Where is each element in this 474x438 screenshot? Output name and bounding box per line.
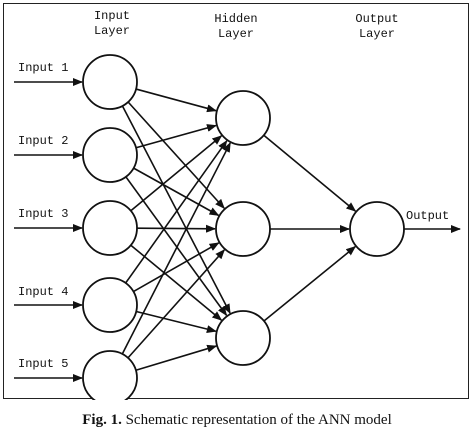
edge-hidden3-output bbox=[263, 246, 357, 322]
edge-input1-hidden1 bbox=[135, 88, 217, 113]
input-layer-header-line2: Layer bbox=[93, 24, 130, 38]
edge-input1-hidden3 bbox=[121, 105, 231, 315]
input-node-5 bbox=[82, 350, 138, 400]
output-node bbox=[349, 201, 405, 257]
edge-input3-hidden3 bbox=[130, 244, 223, 321]
edge-hidden1-output bbox=[263, 134, 357, 212]
edge-input5-hidden2 bbox=[127, 249, 226, 359]
hidden-layer-header-line2: Layer bbox=[217, 27, 254, 41]
input-label-1: Input 1 bbox=[18, 61, 69, 75]
output-label: Output bbox=[406, 209, 450, 223]
ann-network-diagram bbox=[14, 54, 461, 400]
edge-input3-hidden1 bbox=[130, 135, 223, 212]
input-layer-header-line1: Input bbox=[93, 9, 130, 23]
hidden-layer-header: Hidden Layer bbox=[206, 12, 266, 42]
edge-input5-hidden1 bbox=[121, 142, 231, 355]
input-node-4 bbox=[82, 277, 138, 333]
input-node-2 bbox=[82, 127, 138, 183]
input-layer-header: Input Layer bbox=[86, 9, 138, 39]
input-label-3: Input 3 bbox=[18, 207, 69, 221]
hidden-layer-header-line1: Hidden bbox=[214, 12, 258, 26]
edge-input4-hidden1 bbox=[124, 140, 228, 284]
edge-input3-hidden2 bbox=[136, 224, 217, 233]
figure-caption: Fig. 1. Schematic representation of the … bbox=[0, 412, 474, 429]
figure-number: Fig. 1. bbox=[82, 412, 122, 428]
edge-input5-hidden3 bbox=[135, 344, 218, 371]
edge-input4-hidden2 bbox=[133, 242, 220, 293]
figure-caption-text: Schematic representation of the ANN mode… bbox=[125, 412, 392, 428]
edge-input1-hidden2 bbox=[127, 101, 225, 209]
output-layer-header-line1: Output bbox=[355, 12, 399, 26]
input-label-4: Input 4 bbox=[18, 285, 69, 299]
hidden-node-3 bbox=[215, 310, 271, 366]
input-label-5: Input 5 bbox=[18, 357, 69, 371]
edge-input2-hidden2 bbox=[133, 167, 220, 217]
output-layer-header-line2: Layer bbox=[358, 27, 395, 41]
edge-input4-hidden3 bbox=[136, 310, 217, 333]
input-node-1 bbox=[82, 54, 138, 110]
edge-input2-hidden1 bbox=[135, 124, 217, 149]
edge-input2-hidden3 bbox=[125, 176, 228, 317]
input-node-3 bbox=[82, 200, 138, 256]
hidden-node-1 bbox=[215, 90, 271, 146]
hidden-node-2 bbox=[215, 201, 271, 257]
output-layer-header: Output Layer bbox=[345, 12, 409, 42]
input-label-2: Input 2 bbox=[18, 134, 69, 148]
